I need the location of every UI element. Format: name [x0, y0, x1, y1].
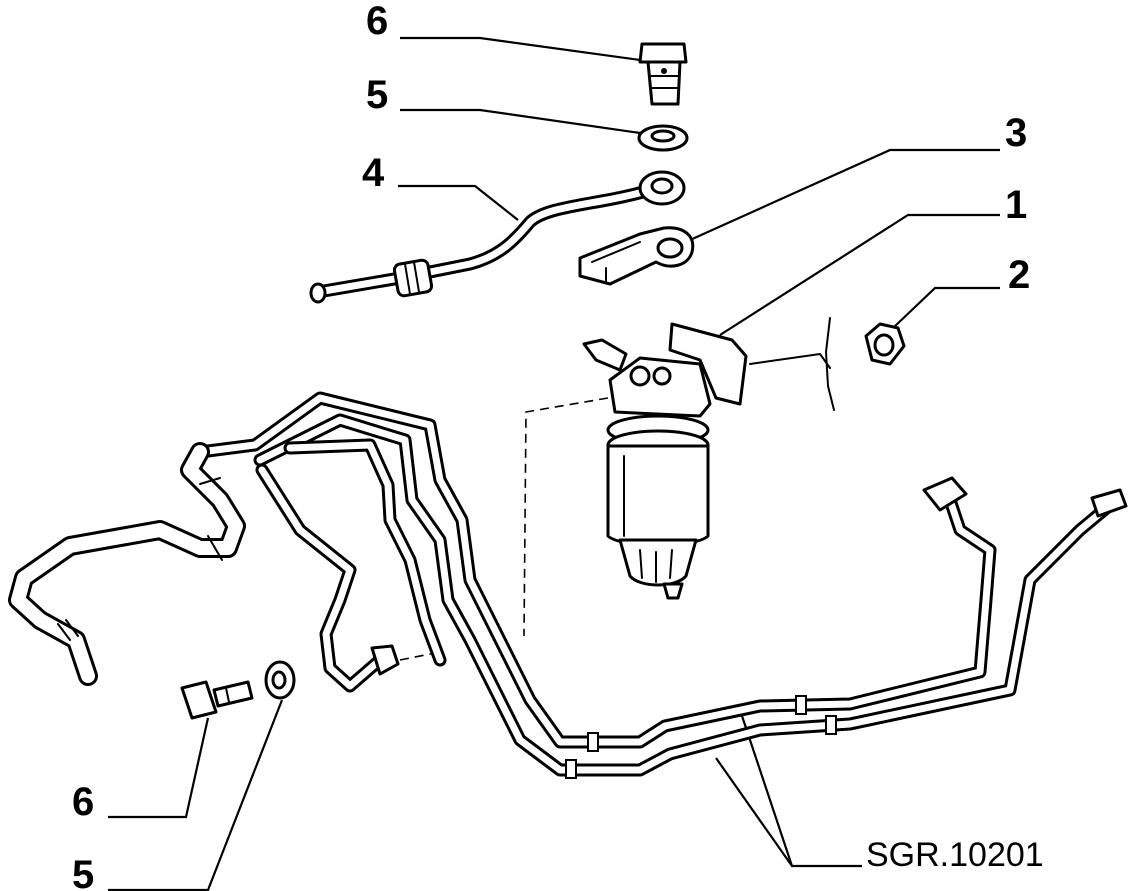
washer-top-icon [637, 124, 689, 152]
fuel-pipes-icon [193, 391, 1128, 779]
fuel-filter-assembly-icon [582, 322, 748, 600]
leader-5-bottom [108, 699, 284, 891]
callout-3: 3 [1005, 111, 1027, 155]
leader-2 [892, 286, 1000, 329]
banjo-bolt-bottom-icon [180, 680, 254, 720]
callout-4: 4 [362, 151, 385, 195]
flexible-fuel-hose-icon [8, 442, 246, 686]
mounting-support-outline [749, 317, 835, 411]
leader-6-top [400, 36, 641, 62]
leader-3 [689, 148, 1000, 242]
banjo-fuel-pipe-icon [309, 170, 686, 304]
leader-lines [108, 36, 1000, 891]
leader-1 [719, 213, 1000, 336]
drawing-reference-code: SGR.10201 [866, 836, 1044, 874]
leader-5-top [400, 108, 641, 135]
assembly-reference-line [523, 397, 609, 637]
leader-6-bottom [108, 717, 210, 819]
leader-4 [398, 184, 519, 221]
hex-nut-icon [864, 322, 906, 366]
callout-5-bottom: 5 [72, 853, 94, 891]
callout-6-top: 6 [366, 0, 388, 43]
leader-pipes-b [715, 757, 793, 867]
bracket-clamp-icon [578, 226, 695, 286]
callout-6-bottom: 6 [72, 780, 94, 824]
banjo-bolt-top-icon [638, 42, 688, 106]
washer-bottom-icon [264, 660, 296, 700]
callout-5-top: 5 [366, 73, 388, 117]
callout-1: 1 [1005, 183, 1027, 227]
callout-2: 2 [1008, 253, 1030, 297]
